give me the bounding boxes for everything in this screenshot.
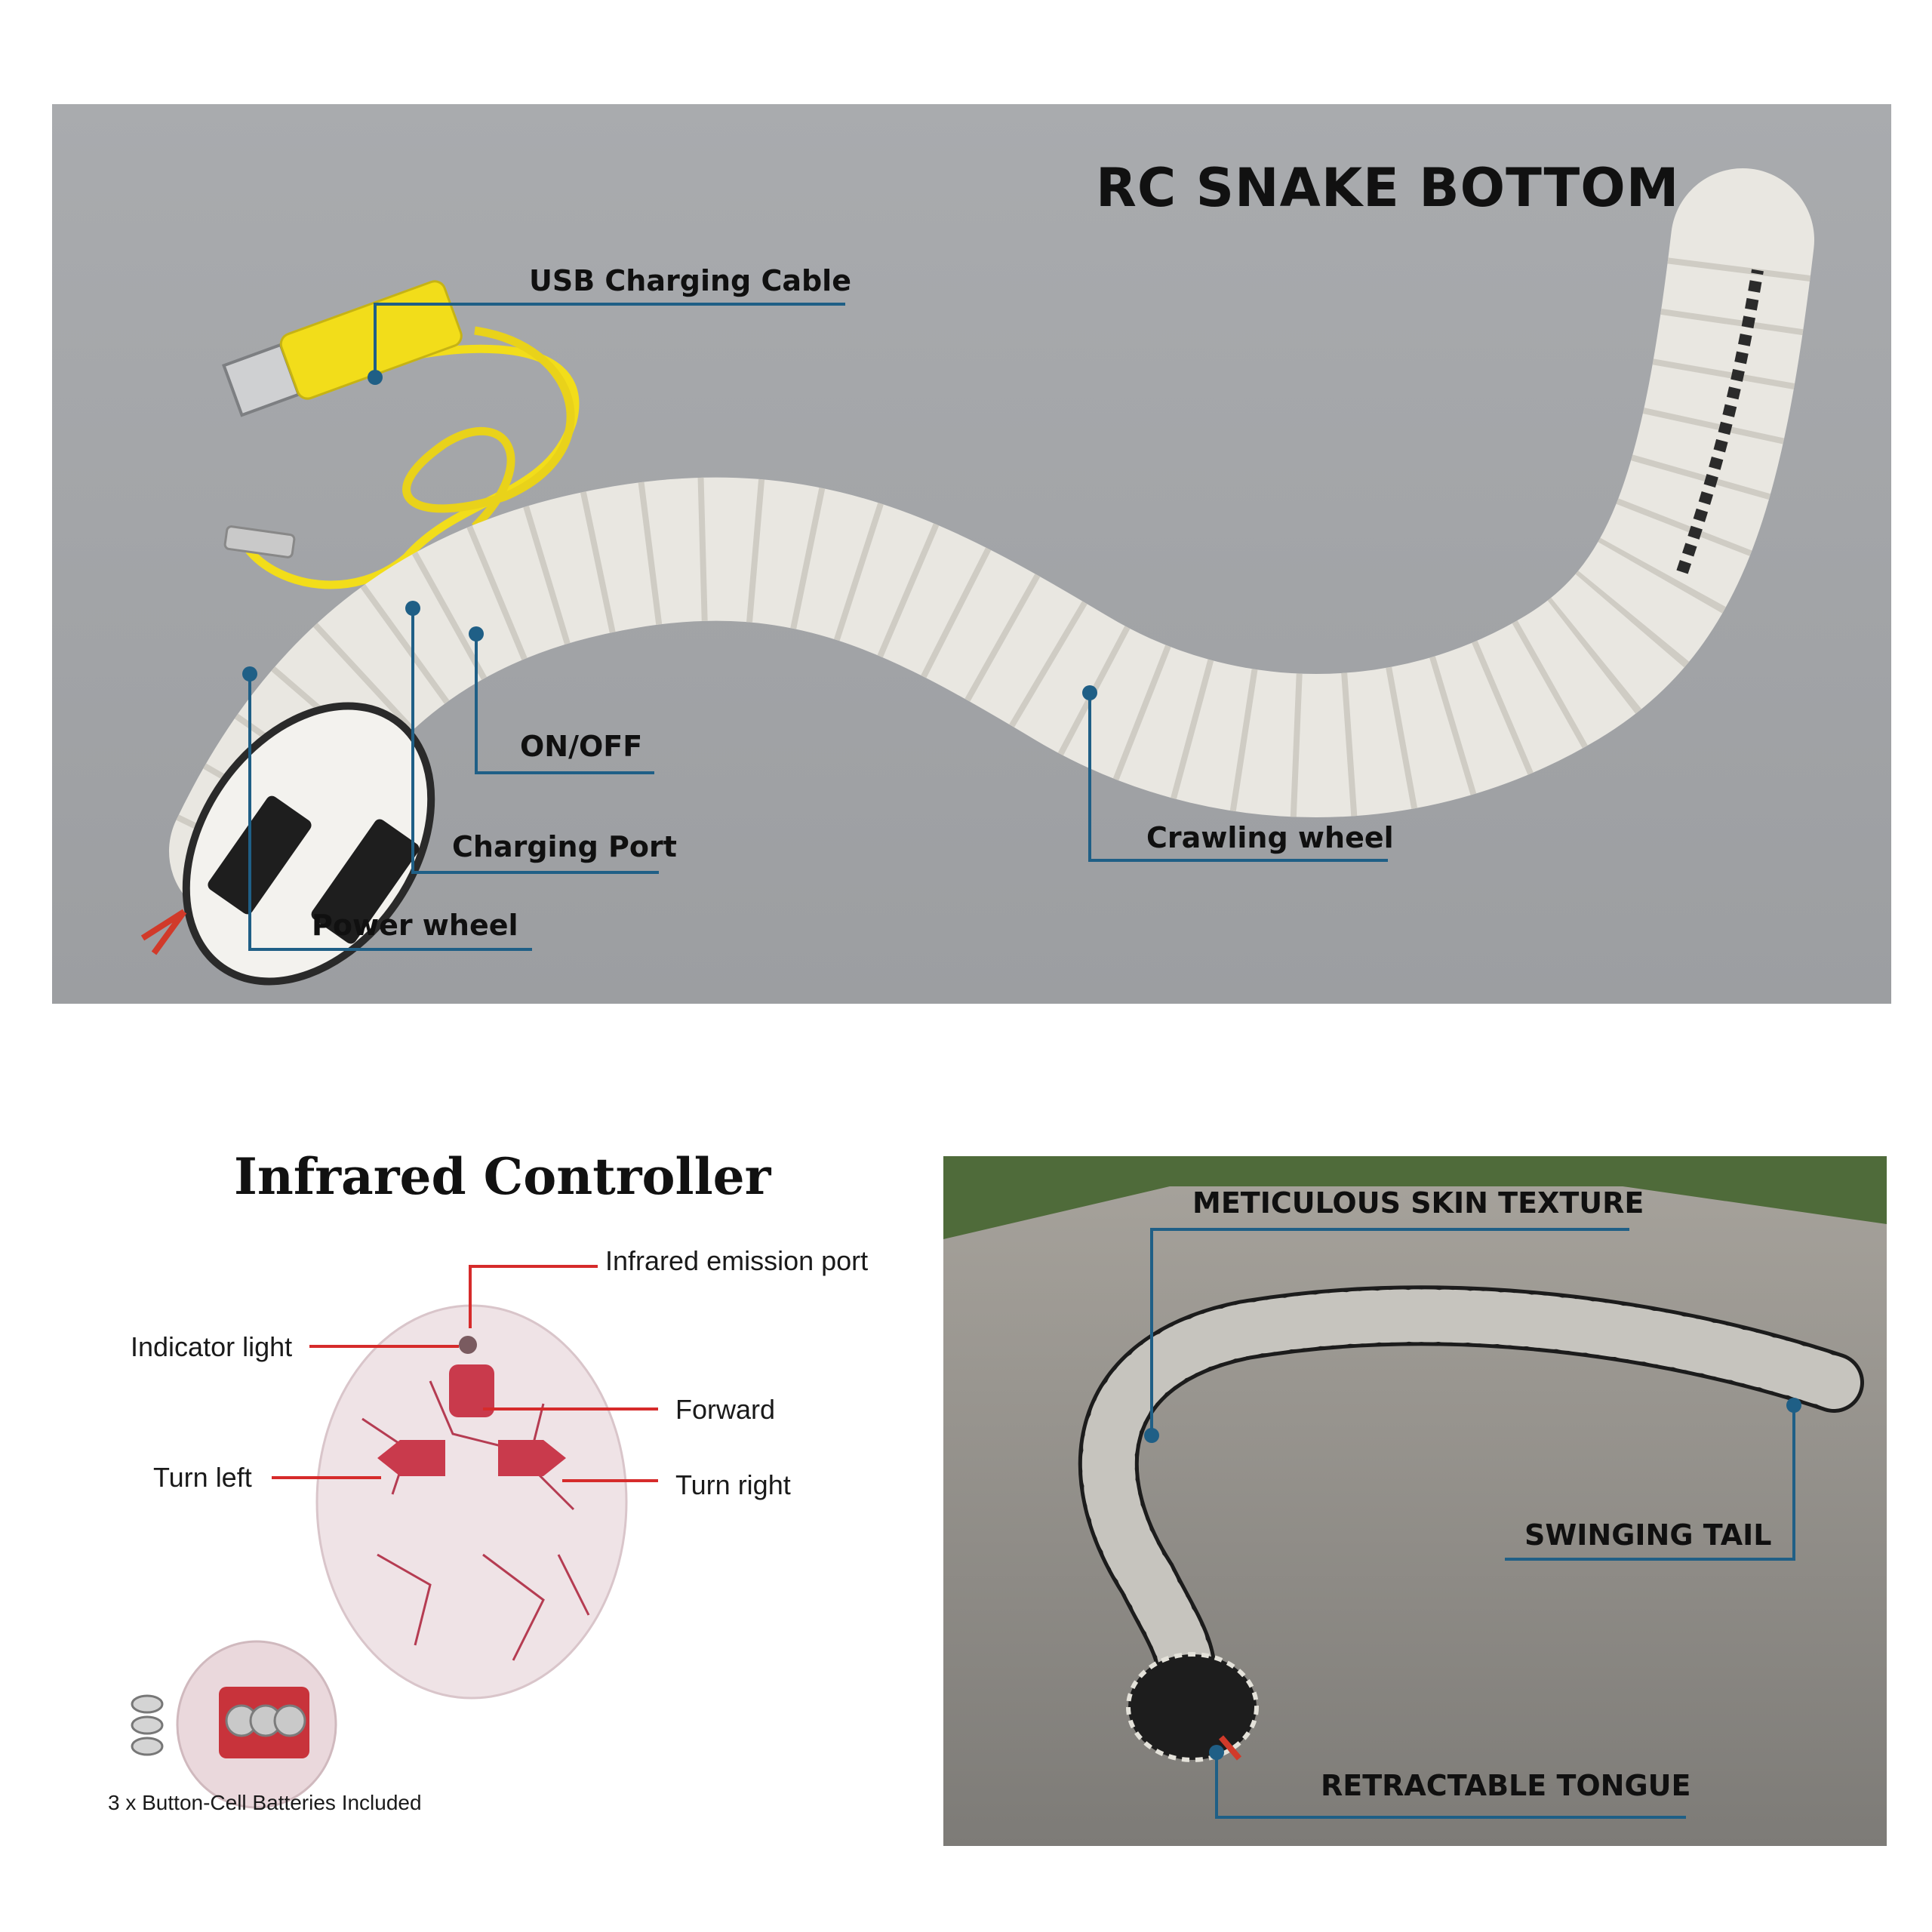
road-illustration xyxy=(943,1156,1887,1846)
forward-label: Forward xyxy=(675,1394,776,1425)
egg-controller xyxy=(315,1304,628,1700)
turn-left-button xyxy=(377,1440,445,1476)
swinging-tail-label: SWINGING TAIL xyxy=(1524,1518,1772,1552)
callout-dots xyxy=(242,370,1097,700)
on-off-label: ON/OFF xyxy=(520,730,643,763)
infrared-controller-panel: Infrared Controller Infrared emission po… xyxy=(91,1132,891,1849)
snake-body xyxy=(169,168,1814,923)
charging-port-label: Charging Port xyxy=(452,830,677,863)
usb-cable xyxy=(222,280,580,589)
usb-cable-label: USB Charging Cable xyxy=(529,264,851,297)
black-white-snake xyxy=(1078,1285,1864,1762)
power-wheel-label: Power wheel xyxy=(312,909,518,942)
snake-head xyxy=(140,702,435,986)
batteries-label: 3 x Button-Cell Batteries Included xyxy=(108,1791,422,1814)
controller-callout-lines xyxy=(272,1265,658,1482)
forward-button xyxy=(449,1364,494,1417)
turn-right-label: Turn right xyxy=(675,1469,791,1500)
skin-texture-label: METICULOUS SKIN TEXTURE xyxy=(1192,1186,1644,1220)
loose-batteries xyxy=(131,1694,164,1756)
tongue-label: RETRACTABLE TONGUE xyxy=(1321,1769,1691,1802)
indicator-light-label: Indicator light xyxy=(131,1331,293,1362)
turn-right-button xyxy=(498,1440,566,1476)
controller-illustration xyxy=(131,1265,658,1809)
emission-port-label: Infrared emission port xyxy=(605,1245,869,1276)
crawling-wheel-label: Crawling wheel xyxy=(1146,821,1394,854)
road-callout-dots xyxy=(1144,1398,1801,1760)
controller-title: Infrared Controller xyxy=(234,1147,771,1206)
road-callout-lines xyxy=(1150,1228,1795,1819)
battery-compartment xyxy=(176,1640,337,1809)
callout-lines xyxy=(248,303,1388,951)
snake-bottom-photo-panel: RC SNAKE BOTTOM USB Charging Cable ON/OF… xyxy=(52,104,1891,1004)
snake-on-road-photo-panel: METICULOUS SKIN TEXTURE SWINGING TAIL RE… xyxy=(943,1156,1887,1846)
turn-left-label: Turn left xyxy=(153,1462,252,1493)
snake-bottom-illustration xyxy=(52,104,1891,1004)
top-panel-title: RC SNAKE BOTTOM xyxy=(1096,157,1680,219)
